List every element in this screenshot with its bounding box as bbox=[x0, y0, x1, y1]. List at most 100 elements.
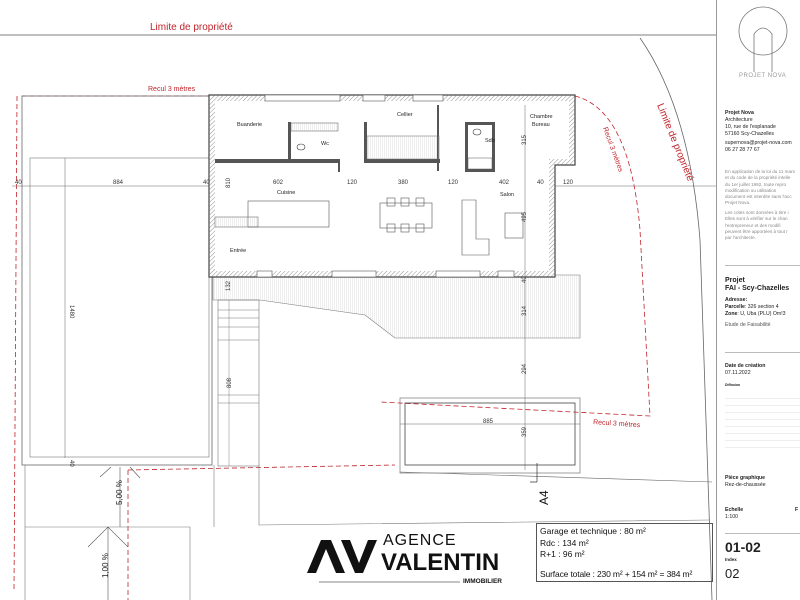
dimension-label: 808 bbox=[227, 377, 233, 388]
summary-r1: R+1 : 96 m² bbox=[540, 549, 585, 559]
section-marker-label: A4 bbox=[537, 490, 551, 505]
piece-value: Rez-de-chaussée bbox=[725, 482, 766, 488]
logo-valentin: VALENTIN bbox=[381, 549, 500, 576]
firm-email[interactable]: supernova@projet-nova.com bbox=[725, 140, 792, 146]
study-type: Etude de Faisabilité bbox=[725, 322, 771, 328]
piece-graphique: Pièce graphique Rez-de-chaussée bbox=[725, 475, 766, 489]
date-label: Date de création bbox=[725, 363, 766, 369]
legal-notice-1: En application de la loi du 11 mars et d… bbox=[725, 169, 795, 207]
property-limit-top-label: Limite de propriété bbox=[150, 22, 233, 33]
zone-value: : U, Uba (PLU) Om!3 bbox=[737, 311, 786, 317]
setback-bottom-label: Recul 3 mètres bbox=[593, 419, 641, 429]
lower-volume-outer bbox=[399, 397, 581, 474]
wardrobe bbox=[290, 122, 339, 132]
dimension-label: 120 bbox=[448, 180, 459, 186]
room-salon: Salon bbox=[500, 192, 514, 198]
dimension-label: 132 bbox=[226, 280, 232, 291]
slope-arrow-upper bbox=[99, 466, 141, 527]
room-cuisine: Cuisine bbox=[277, 190, 295, 196]
coffee-table bbox=[504, 212, 524, 239]
kitchen-island bbox=[247, 200, 330, 228]
setback-line-left bbox=[13, 95, 215, 591]
firm-address-2: 57160 Scy-Chazelles bbox=[725, 131, 775, 137]
firm-phone: 06 27 28 77 67 bbox=[725, 147, 760, 153]
parcelle-label: Parcelle bbox=[725, 304, 745, 310]
floor-plan: Limite de propriété Limite de propriété … bbox=[0, 22, 716, 600]
room-cellier: Cellier bbox=[397, 112, 413, 118]
kitchen-counter bbox=[214, 216, 259, 228]
dining-table bbox=[379, 202, 433, 229]
dimension-label: 810 bbox=[226, 177, 232, 188]
logo-immobilier: IMMOBILIER bbox=[463, 578, 502, 585]
legal-line: par l'architecte. bbox=[725, 235, 757, 241]
legal-line: En application de la loi du 11 mars bbox=[725, 169, 795, 174]
project-header: Projet FAI - Scy-Chazelles bbox=[725, 277, 789, 293]
dimension-label: 1480 bbox=[68, 305, 74, 319]
summary-garage: Garage et technique : 80 m² bbox=[540, 526, 646, 536]
dimension-label: 602 bbox=[273, 180, 284, 186]
legal-line: Elles sont à vérifier sur le chan bbox=[725, 216, 788, 222]
property-line-bottom bbox=[399, 471, 713, 483]
dining-chairs bbox=[386, 197, 425, 233]
slope-upper-label: 5,00 % bbox=[115, 480, 124, 505]
exterior-stair bbox=[217, 299, 260, 467]
format-label: F bbox=[795, 507, 799, 513]
slope-arrow-lower bbox=[87, 526, 129, 600]
firm-info: Projet Nova Architecture 10, rue de l'es… bbox=[725, 110, 776, 138]
section-marker bbox=[530, 463, 538, 483]
shower bbox=[467, 157, 493, 170]
windows bbox=[256, 94, 515, 278]
surface-summary-box: Garage et technique : 80 m² Rdc : 134 m²… bbox=[536, 523, 713, 582]
dimension-label: 885 bbox=[483, 419, 494, 425]
piece-label: Pièce graphique bbox=[725, 475, 766, 481]
driveway bbox=[24, 465, 711, 600]
scale: Echelle 1:100 bbox=[725, 507, 743, 521]
stairs-interior bbox=[366, 135, 440, 160]
legal-notice-2: Les cotes sont données à titre i Elles s… bbox=[725, 210, 789, 241]
legal-line: peuvent être apportées à tout r bbox=[725, 228, 788, 234]
brand-name: PROJET NOVA bbox=[739, 73, 787, 79]
address-label: Adresse: bbox=[725, 297, 748, 303]
setback-line-right bbox=[127, 95, 651, 600]
dimension-label: 884 bbox=[113, 180, 124, 186]
scale-value: 1:100 bbox=[725, 514, 738, 520]
room-wc: Wc bbox=[321, 141, 329, 147]
garage-inner bbox=[29, 157, 210, 458]
room-entree: Entrée bbox=[230, 248, 246, 254]
stair-steps bbox=[218, 309, 259, 404]
projet-nova-logo-icon bbox=[738, 6, 788, 72]
divider bbox=[725, 352, 800, 353]
legal-line: Projet Nova. bbox=[725, 200, 751, 206]
legal-line: document est interdite sans l'acc bbox=[725, 194, 792, 200]
dimension-label: 40 bbox=[15, 180, 22, 186]
contact-info: supernova@projet-nova.com 06 27 28 77 67 bbox=[725, 140, 792, 154]
scale-label: Echelle bbox=[725, 507, 744, 513]
logo-agence: AGENCE bbox=[383, 532, 457, 549]
date-value: 07.11.2022 bbox=[725, 370, 751, 376]
index-label: Index bbox=[725, 557, 737, 562]
agence-valentin-logo: AGENCE VALENTIN IMMOBILIER bbox=[305, 532, 502, 585]
project-name: FAI - Scy-Chazelles bbox=[725, 285, 790, 292]
dimension-label: 40 bbox=[537, 180, 544, 186]
legal-line: et du code de la propriété intelle bbox=[725, 175, 791, 181]
diffusion-grid bbox=[725, 392, 800, 452]
house-exterior-wall bbox=[208, 94, 576, 278]
dimension-label: 120 bbox=[563, 180, 574, 186]
zone-label: Zone bbox=[725, 311, 738, 317]
toilet-icon bbox=[296, 143, 306, 151]
sheet-number: 01-02 bbox=[725, 539, 761, 555]
av-logo-mark bbox=[307, 540, 460, 583]
firm-address-1: 10, rue de l'esplanade bbox=[725, 124, 776, 130]
legal-line: l'entrepreneur et des modifi bbox=[725, 222, 781, 228]
room-buanderie: Buanderie bbox=[237, 122, 262, 128]
creation-date: Date de création 07.11.2022 bbox=[725, 363, 765, 377]
property-limit-right-label: Limite de propriété bbox=[654, 102, 695, 183]
toilet-icon bbox=[472, 128, 482, 136]
dimension-label: 120 bbox=[347, 180, 358, 186]
summary-total: Surface totale : 230 m² + 154 m² = 384 m… bbox=[540, 568, 693, 579]
terrace bbox=[212, 274, 581, 339]
slope-lower-label: 1,00 % bbox=[101, 553, 110, 578]
legal-line: modification ou utilisation bbox=[725, 187, 777, 193]
lower-volume-inner bbox=[404, 402, 576, 466]
setback-right-label: Recul 3 mètres bbox=[601, 126, 624, 173]
